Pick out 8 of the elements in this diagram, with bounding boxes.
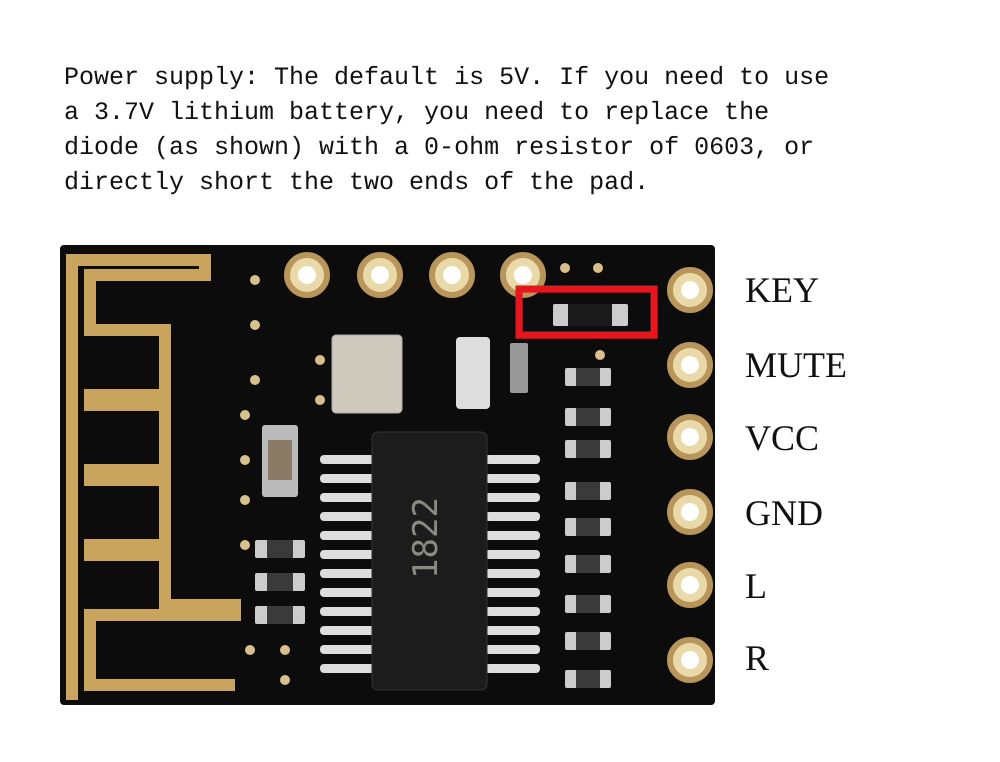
chip-marking: 1822 [408,497,444,579]
pin-label: L [745,566,767,606]
pin-label: GND [745,493,823,533]
pin-label: MUTE [745,345,847,385]
pin-label: KEY [745,270,819,310]
note-text: Power supply: The default is 5V. If you need to use a 3.7V lithium battery, you need to replace the diode (as shown) with a 0-ohm resistor of 0603, or directly short the two ends of the pad. [64,62,830,199]
pin-label: R [745,638,770,678]
pin-label: VCC [745,418,820,458]
